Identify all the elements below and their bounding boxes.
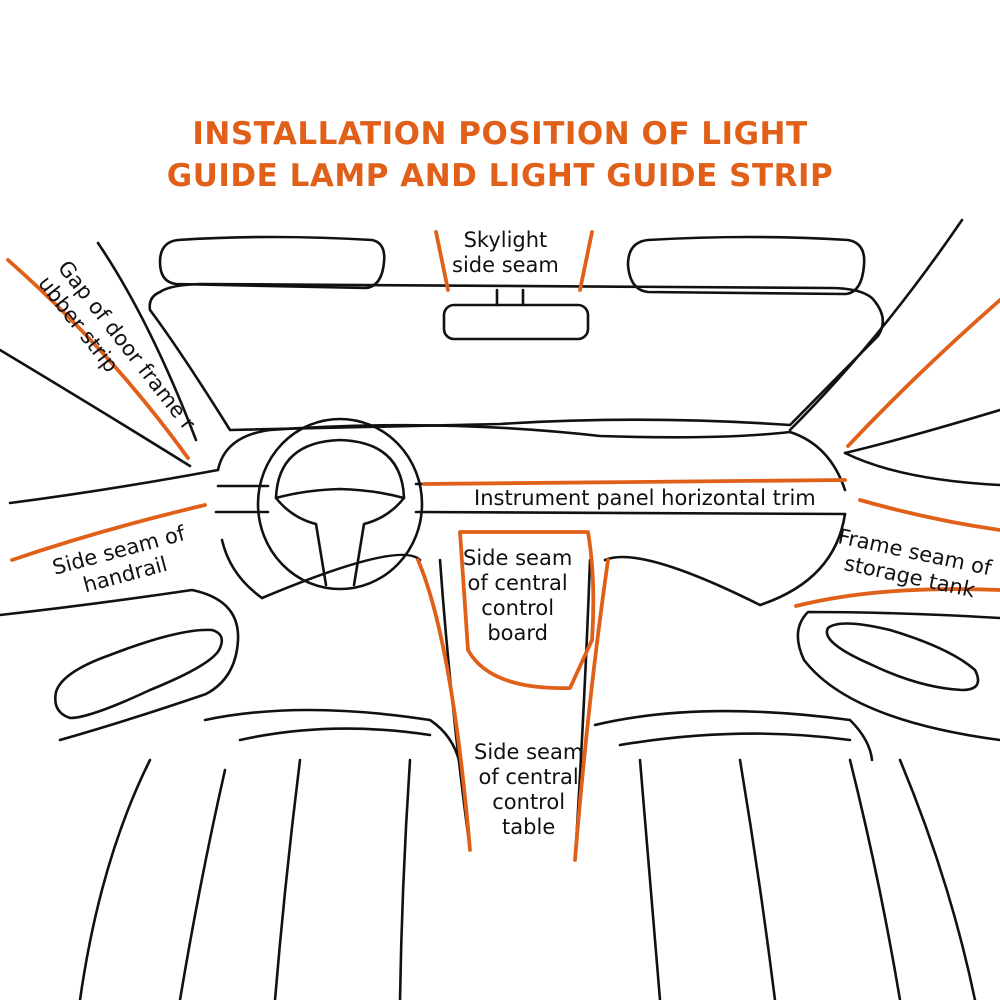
- central-board-label-line-4: board: [487, 621, 548, 645]
- skylight-strip-left: [434, 230, 450, 292]
- dashboard-lower: [220, 512, 847, 607]
- light-strip-positions: [6, 230, 1000, 862]
- center-console-right: [603, 555, 762, 607]
- storage-tank-strip-upper: [858, 498, 1000, 532]
- central-board-label-line-3: control: [481, 596, 555, 620]
- central-table-label-line-4: table: [502, 815, 556, 839]
- rear-view-mirror-stem: [495, 288, 525, 307]
- central-table-label-line-3: control: [492, 790, 566, 814]
- left-a-pillar: [96, 241, 198, 442]
- skylight-label-line-2: side seam: [452, 253, 559, 277]
- center-console-left: [260, 553, 422, 600]
- left-door-line: [0, 348, 192, 468]
- left-seat-lines: [78, 758, 412, 1000]
- instrument-panel-strip: [422, 478, 847, 486]
- left-armrest-opening: [54, 628, 224, 720]
- steering-wheel-inner: [274, 438, 406, 500]
- central-board-strip: [458, 530, 596, 690]
- skylight-label-line-1: Skylight: [463, 228, 548, 252]
- rear-view-mirror: [442, 303, 590, 341]
- left-sun-visor: [158, 235, 386, 290]
- central-table-label-line-2: of central: [478, 765, 579, 789]
- door-frame-strip-right: [846, 298, 1000, 448]
- left-door-line-lower: [8, 468, 220, 505]
- skylight-strip-right: [578, 230, 594, 292]
- central-board-label-line-1: Side seam: [463, 546, 573, 570]
- central-board-label-line-2: of central: [467, 571, 568, 595]
- right-a-pillar: [788, 218, 964, 432]
- steering-wheel-hub: [274, 496, 406, 587]
- skylight-label: Skylight side seam: [452, 228, 559, 278]
- handrail-strip-left: [10, 503, 207, 562]
- title-line-2: GUIDE LAMP AND LIGHT GUIDE STRIP: [166, 158, 834, 194]
- storage-tank-strip-lower: [794, 587, 1000, 608]
- car-interior-outline: [0, 218, 1000, 1000]
- steering-wheel-outer: [256, 417, 424, 591]
- windshield: [148, 282, 885, 432]
- central-board-label: Side seam of central control board: [463, 546, 572, 646]
- dashboard-trim-lower: [214, 510, 847, 516]
- central-table-strip-right: [573, 558, 610, 862]
- instrument-panel-label: Instrument panel horizontal trim: [474, 486, 816, 510]
- right-door-line-lower: [843, 451, 1000, 487]
- right-armrest-opening: [825, 622, 980, 692]
- door-frame-strip-left: [6, 258, 190, 460]
- dashboard-top: [216, 423, 847, 492]
- central-table-strip-left: [416, 558, 472, 852]
- right-sun-visor: [626, 235, 866, 296]
- right-door-panel: [796, 610, 1000, 742]
- central-table-label: Side seam of central control table: [474, 740, 583, 840]
- left-door-panel: [0, 588, 240, 742]
- right-door-line: [843, 408, 1000, 455]
- central-table-label-line-1: Side seam: [474, 740, 584, 764]
- right-seat-back: [593, 709, 874, 762]
- left-seat-back: [203, 708, 464, 782]
- title-line-1: INSTALLATION POSITION OF LIGHT: [192, 116, 808, 152]
- right-seat-lines: [638, 758, 977, 1000]
